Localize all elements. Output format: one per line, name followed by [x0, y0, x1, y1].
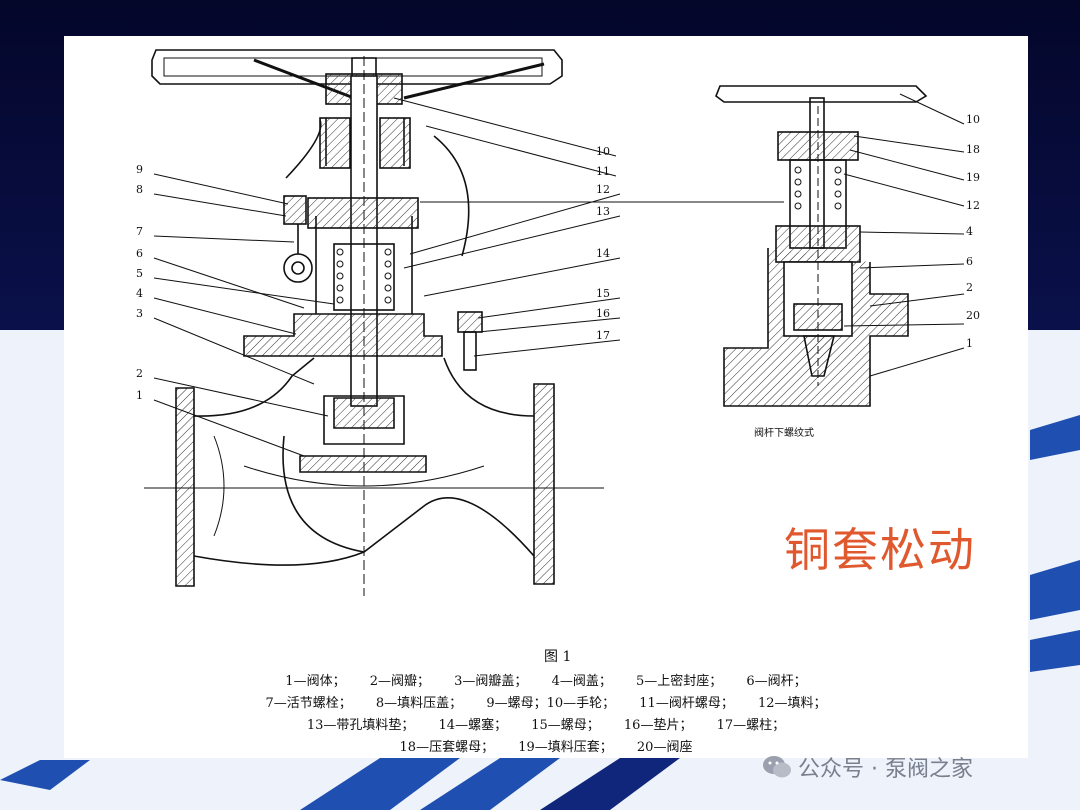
callout-number: 2	[966, 281, 973, 294]
legend-row-4: 18—压套螺母； 19—填料压套； 20—阀座	[64, 736, 1028, 755]
figure-panel: 9 8 7 6 5 4 3 2 1 10 11 12 13 14 15 16 17 10 18 19 12 4 6 2 20…	[64, 36, 1028, 758]
legend-item: 3—阀瓣盖；	[454, 674, 528, 689]
callout-number: 7	[136, 225, 143, 238]
callout-number: 12	[596, 183, 610, 196]
valve-drawing	[144, 49, 965, 596]
callout-number: 14	[596, 247, 610, 260]
legend-item: 8—填料压盖；	[375, 696, 463, 711]
legend-row-1: 1—阀体； 2—阀瓣； 3—阀瓣盖； 4—阀盖； 5—上密封座； 6—阀杆；	[64, 670, 1028, 689]
legend-item: 20—阀座	[636, 740, 693, 755]
callout-number: 18	[966, 143, 980, 156]
watermark-text: 公众号 · 泵阀之家	[798, 757, 973, 782]
callout-number: 4	[966, 225, 973, 238]
leader-lines-middle	[393, 97, 784, 357]
callout-number: 2	[136, 367, 143, 380]
legend-item: 17—螺柱；	[716, 718, 786, 733]
callout-number: 19	[966, 171, 980, 184]
legend-item: 19—填料压套；	[518, 740, 613, 755]
callout-number: 6	[966, 255, 973, 268]
legend-row-3: 13—带孔填料垫； 14—螺塞； 15—螺母； 16—垫片； 17—螺柱；	[64, 714, 1028, 733]
callout-number: 20	[966, 309, 980, 322]
callout-number: 10	[596, 145, 610, 158]
legend-item: 12—填料；	[757, 696, 827, 711]
callout-number: 1	[966, 337, 973, 350]
callout-number: 6	[136, 247, 143, 260]
legend-row-2: 7—活节螺栓； 8—填料压盖； 9—螺母；10—手轮； 11—阀杆螺母； 12—…	[64, 692, 1028, 711]
legend-item: 14—螺塞；	[438, 718, 508, 733]
legend-item: 6—阀杆；	[746, 674, 807, 689]
callout-number: 13	[596, 205, 610, 218]
legend-item: 7—活节螺栓；	[265, 696, 352, 711]
watermark: 公众号 · 泵阀之家	[762, 752, 973, 782]
legend-item: 18—压套螺母；	[399, 740, 495, 755]
callout-number: 8	[136, 183, 143, 196]
right-view-caption: 阀杆下螺纹式	[754, 428, 814, 439]
callout-number: 17	[596, 329, 610, 342]
callout-number: 9	[136, 163, 143, 176]
overlay-text: 铜套松动	[784, 523, 976, 577]
callout-number: 3	[136, 307, 143, 320]
leader-lines-left	[153, 173, 335, 457]
figure-caption: 图 1	[544, 649, 572, 665]
leader-lines-right	[843, 93, 965, 377]
callout-number: 15	[596, 287, 610, 300]
legend-item: 13—带孔填料垫；	[306, 718, 415, 733]
globe-valve-section	[144, 49, 604, 596]
legend-item: 16—垫片；	[623, 718, 693, 733]
legend-item: 15—螺母；	[531, 718, 600, 733]
legend-item: 5—上密封座；	[635, 674, 723, 689]
legend-item: 1—阀体；	[285, 674, 346, 689]
callout-number: 1	[136, 389, 143, 402]
callout-number: 5	[136, 267, 143, 280]
callout-number: 4	[136, 287, 143, 300]
legend-item: 4—阀盖；	[551, 674, 612, 689]
legend-item: 9—螺母；10—手轮；	[486, 696, 616, 711]
callout-number: 10	[966, 113, 980, 126]
wechat-icon	[763, 756, 791, 778]
needle-valve-section	[715, 85, 928, 407]
callout-number: 16	[596, 307, 610, 320]
legend-item: 2—阀瓣；	[369, 674, 430, 689]
callout-number: 11	[596, 165, 610, 178]
legend-item: 11—阀杆螺母；	[639, 696, 734, 711]
callout-number: 12	[966, 199, 980, 212]
